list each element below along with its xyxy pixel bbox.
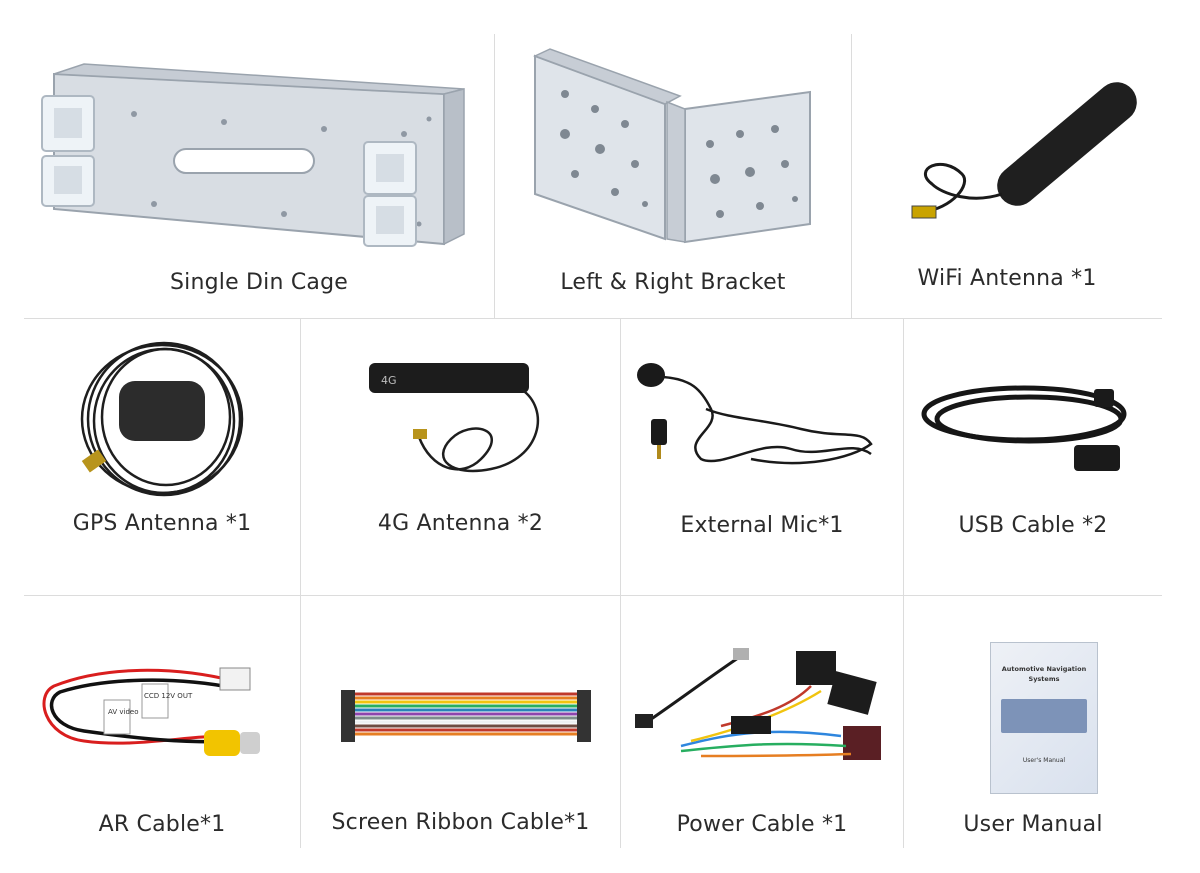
4g-antenna-image: 4G bbox=[369, 363, 539, 473]
col-divider-r1-1 bbox=[494, 34, 495, 318]
col-divider-r1-2 bbox=[851, 34, 852, 318]
item-label: Power Cable *1 bbox=[676, 812, 848, 837]
item-single-din-cage: Single Din Cage bbox=[24, 34, 494, 318]
item-label: WiFi Antenna *1 bbox=[917, 266, 1097, 291]
item-label: GPS Antenna *1 bbox=[72, 511, 252, 536]
power-cable-image bbox=[635, 648, 881, 760]
antenna-tag: 4G bbox=[381, 374, 397, 387]
item-label: Single Din Cage bbox=[170, 270, 348, 295]
col-divider-r3-3 bbox=[903, 596, 904, 848]
manual-title-line2: Systems bbox=[1028, 675, 1060, 683]
item-label: 4G Antenna *2 bbox=[377, 511, 544, 536]
item-wifi-antenna: WiFi Antenna *1 bbox=[852, 34, 1162, 318]
gps-antenna-image bbox=[80, 341, 244, 497]
item-screen-ribbon-cable: Screen Ribbon Cable*1 bbox=[301, 596, 620, 848]
item-ar-cable: AV video CCD 12V OUT AR Cable*1 bbox=[24, 596, 300, 848]
row-divider-1 bbox=[24, 318, 1162, 319]
item-power-cable: Power Cable *1 bbox=[621, 596, 903, 848]
item-left-right-bracket: Left & Right Bracket bbox=[495, 34, 851, 318]
manual-footer: User's Manual bbox=[1022, 757, 1066, 764]
item-label: USB Cable *2 bbox=[958, 513, 1108, 538]
usb-cable-image bbox=[921, 385, 1127, 471]
item-4g-antenna: 4G 4G Antenna *2 bbox=[301, 319, 620, 595]
ar-cable-image: AV video CCD 12V OUT bbox=[42, 667, 260, 756]
manual-title-line1: Automotive Navigation bbox=[1001, 665, 1087, 673]
row-divider-2 bbox=[24, 595, 1162, 596]
single-din-cage-image bbox=[41, 63, 465, 247]
bracket-image bbox=[533, 48, 811, 244]
col-divider-r2-1 bbox=[300, 319, 301, 595]
item-label: AR Cable*1 bbox=[98, 812, 226, 837]
item-gps-antenna: GPS Antenna *1 bbox=[24, 319, 300, 595]
col-divider-r2-2 bbox=[620, 319, 621, 595]
col-divider-r3-2 bbox=[620, 596, 621, 848]
external-mic-image bbox=[637, 363, 873, 465]
item-label: Left & Right Bracket bbox=[560, 270, 786, 295]
col-divider-r2-3 bbox=[903, 319, 904, 595]
item-user-manual: Automotive Navigation Systems User's Man… bbox=[904, 596, 1162, 848]
wifi-antenna-image bbox=[911, 82, 1137, 219]
item-external-mic: External Mic*1 bbox=[621, 319, 903, 595]
ar-tag-2: CCD 12V OUT bbox=[144, 692, 193, 700]
user-manual-image: Automotive Navigation Systems User's Man… bbox=[990, 642, 1098, 794]
item-label: User Manual bbox=[963, 812, 1103, 837]
item-label: Screen Ribbon Cable*1 bbox=[331, 810, 590, 835]
item-label: External Mic*1 bbox=[680, 513, 844, 538]
item-usb-cable: USB Cable *2 bbox=[904, 319, 1162, 595]
ar-tag-1: AV video bbox=[108, 708, 138, 716]
col-divider-r3-1 bbox=[300, 596, 301, 848]
ribbon-cable-image bbox=[341, 690, 591, 742]
manual-screens bbox=[1001, 699, 1087, 733]
